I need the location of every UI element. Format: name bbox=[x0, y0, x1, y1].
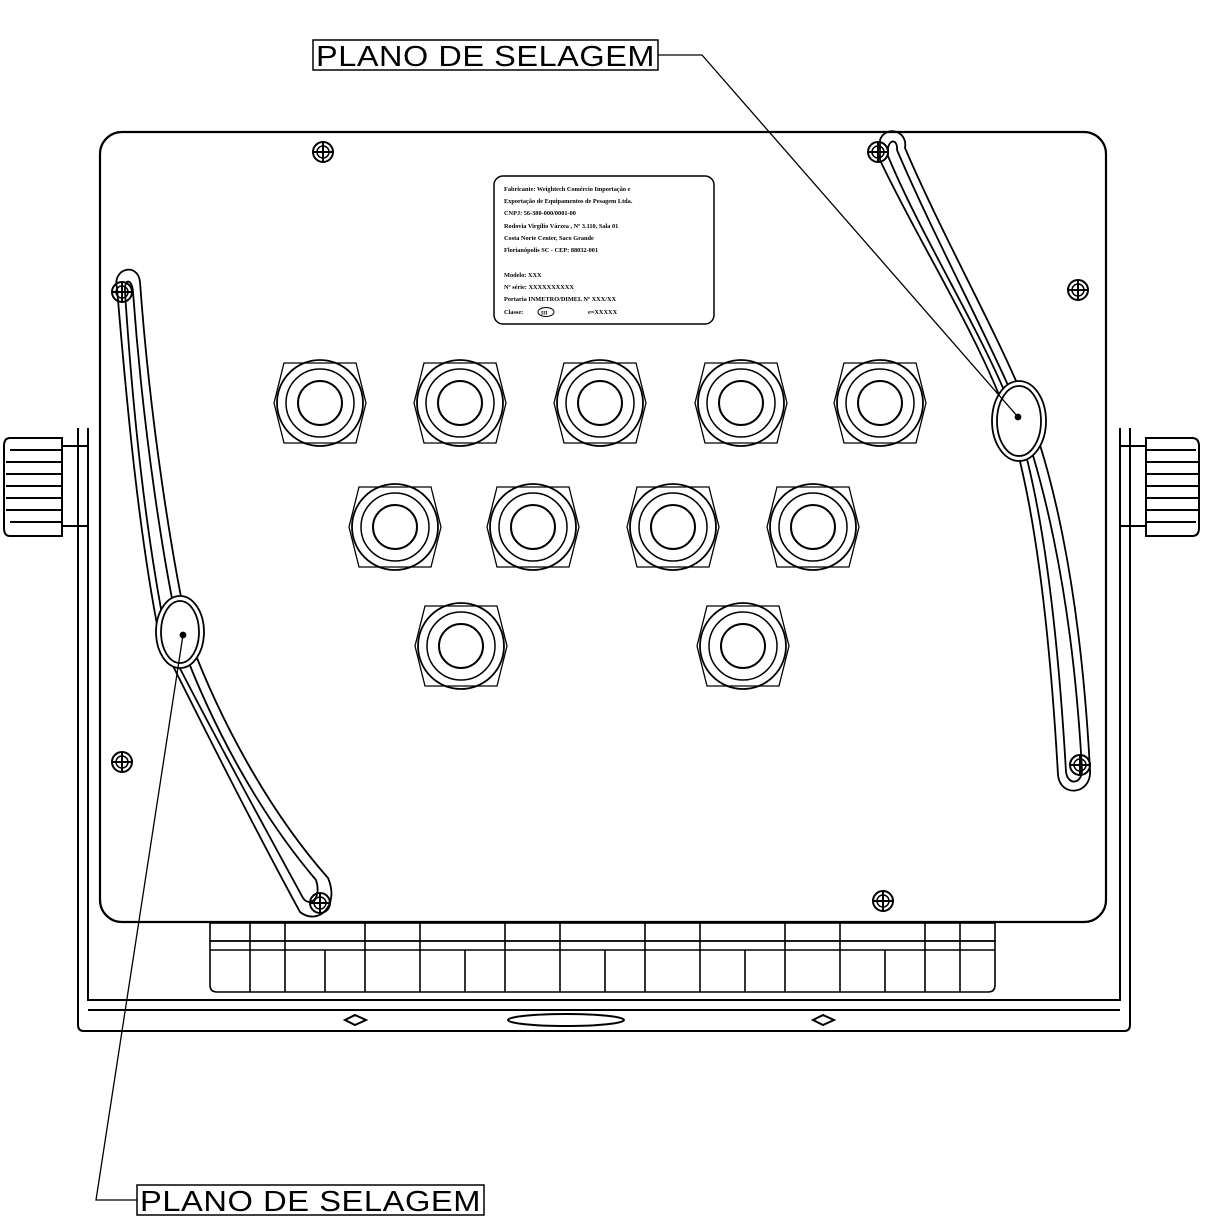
plate-line: Portaria INMETRO/DIMEL Nº XXX/XX bbox=[504, 296, 617, 303]
plate-line: Exportação de Equipamentos de Pesagem Lt… bbox=[504, 198, 633, 205]
right-seal-strap bbox=[879, 130, 1091, 792]
callout-top-leader bbox=[658, 54, 1019, 418]
bottom-gland-row bbox=[209, 922, 996, 993]
right-knob bbox=[1119, 437, 1200, 537]
mounting-bracket bbox=[77, 428, 1131, 1032]
screw-head-icon bbox=[1069, 754, 1091, 776]
screw-head-icon bbox=[111, 281, 133, 303]
plate-line: Costa Norte Center, Saco Grande bbox=[504, 235, 594, 242]
callout-bottom-label: PLANO DE SELAGEM bbox=[140, 1186, 481, 1218]
callout-bottom: PLANO DE SELAGEM bbox=[95, 634, 485, 1218]
plate-class-symbol: III bbox=[541, 311, 547, 317]
left-knob bbox=[3, 437, 89, 537]
identification-plate: Fabricante: Weightech Comércio Importaçã… bbox=[493, 175, 715, 325]
plate-line: Rodovia Virgílio Várzea , Nº 3.110, Sala… bbox=[504, 223, 618, 230]
screw-head-icon bbox=[867, 141, 889, 163]
plate-line: Modelo: XXX bbox=[504, 272, 542, 279]
plate-line: Classe: bbox=[504, 309, 523, 316]
plate-line: CNPJ: 56-380-000/0001-00 bbox=[504, 210, 576, 217]
plate-line: Nº série: XXXXXXXXXX bbox=[504, 284, 574, 291]
screw-head-icon bbox=[1067, 279, 1089, 301]
screw-head-icon bbox=[872, 890, 894, 912]
screw-head-icon bbox=[312, 141, 334, 163]
callout-top-label: PLANO DE SELAGEM bbox=[316, 41, 655, 73]
plate-line: Fabricante: Weightech Comércio Importaçã… bbox=[504, 186, 631, 193]
plate-line: Florianópolis SC - CEP: 88032-001 bbox=[504, 247, 598, 254]
screw-head-icon bbox=[111, 751, 133, 773]
accuracy-class-icon bbox=[537, 307, 555, 317]
plate-line: e=XXXXX bbox=[588, 309, 618, 316]
left-seal-strap bbox=[115, 268, 333, 918]
callout-bottom-leader bbox=[95, 634, 184, 1201]
rear-cover-panel bbox=[98, 130, 1108, 924]
callout-top: PLANO DE SELAGEM bbox=[312, 39, 1019, 418]
